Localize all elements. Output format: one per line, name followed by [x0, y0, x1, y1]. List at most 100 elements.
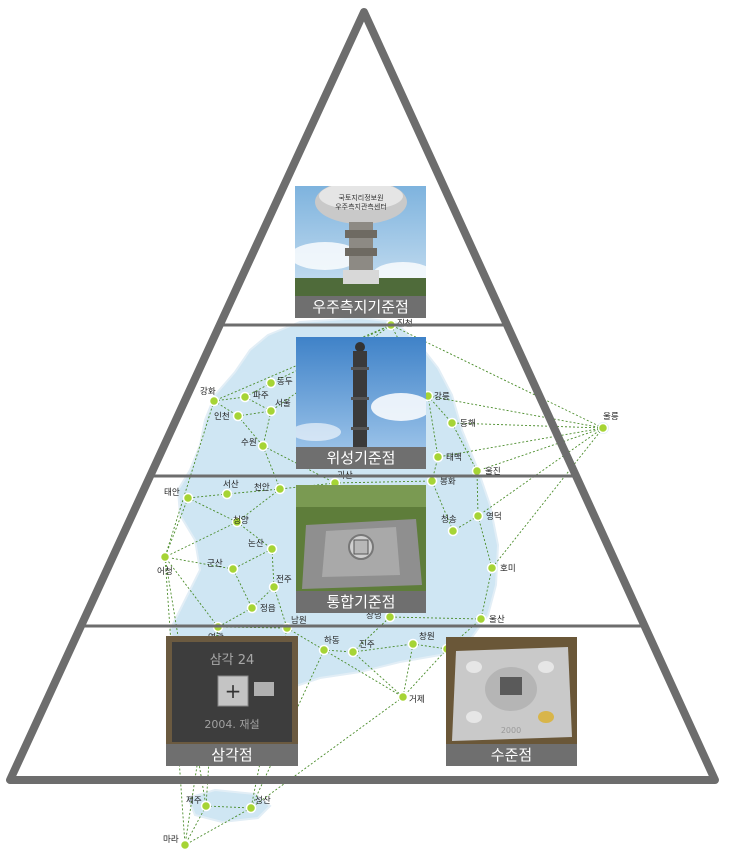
network-link [451, 422, 478, 472]
station-point: 성산 [245, 795, 271, 814]
network-link [334, 480, 433, 484]
space-geodetic-photo: 국토지리정보원 우주측지관측센터 우주측지기준점 [295, 186, 426, 318]
station-marker [384, 611, 396, 623]
station-marker [446, 417, 458, 429]
station-point: 진주 [347, 639, 375, 658]
network-link [389, 616, 482, 620]
station-label: 전주 [276, 574, 292, 585]
benchmark-photo: 2000 수준점 [446, 637, 577, 766]
network-link [286, 627, 325, 651]
station-marker [265, 405, 277, 417]
network-link [491, 427, 604, 569]
station-label: 수원 [241, 438, 257, 448]
station-point: 논산 [248, 538, 278, 555]
station-label: 진주 [359, 639, 375, 650]
station-marker [471, 465, 483, 477]
network-link [184, 807, 252, 846]
network-link [476, 470, 479, 517]
station-point: 인천 [214, 410, 244, 422]
network-link [232, 568, 253, 609]
station-label: 울릉 [603, 412, 619, 422]
station-point: 태안 [164, 487, 194, 504]
station-marker [159, 551, 171, 563]
station-marker [182, 492, 194, 504]
network-link [262, 410, 272, 447]
station-point: 천안 [254, 482, 286, 495]
station-point: 강화 [200, 386, 220, 407]
station-marker [472, 510, 484, 522]
station-point: 정읍 [246, 602, 276, 614]
station-marker [432, 451, 444, 463]
station-point: 동두 [265, 377, 293, 389]
station-marker [179, 839, 191, 851]
station-label: 태백 [446, 452, 462, 463]
station-marker [257, 440, 269, 452]
station-point: 창원 [407, 632, 435, 650]
station-point: 봉화 [426, 475, 456, 487]
station-point: 하동 [318, 635, 340, 656]
network-link [164, 556, 219, 628]
station-label: 남원 [291, 616, 307, 626]
network-link [237, 410, 272, 417]
station-marker [227, 563, 239, 575]
network-link [273, 586, 288, 629]
station-point: 전주 [268, 574, 292, 593]
station-marker [208, 395, 220, 407]
station-label: 청양 [233, 515, 249, 526]
station-label: 울진 [485, 466, 501, 477]
station-point: 울산 [475, 613, 505, 625]
station-marker [447, 525, 459, 537]
station-point: 청양 [231, 515, 249, 528]
tower-sign-line2: 우주측지관측센터 [335, 202, 387, 211]
network-link [205, 805, 252, 809]
station-label: 논산 [248, 538, 264, 549]
station-label: 하동 [324, 635, 340, 646]
station-label: 군산 [207, 558, 223, 569]
station-label: 어청 [157, 566, 173, 577]
network-link [164, 521, 238, 558]
station-label: 제주 [186, 796, 202, 806]
station-label: 거제 [409, 695, 425, 705]
network-link [390, 324, 604, 429]
pyramid-outline [6, 8, 719, 784]
station-point: 수원 [241, 438, 269, 452]
network-link [412, 643, 448, 650]
station-point: 제주 [186, 796, 212, 812]
network-link [402, 643, 414, 698]
level-label-triangulation: 삼각점 [166, 744, 298, 766]
network-link [480, 567, 493, 620]
level-label-benchmark: 수준점 [446, 744, 577, 766]
network-link [402, 648, 448, 698]
station-point: 동해 [446, 417, 476, 429]
jeju-island [186, 788, 272, 824]
station-label: 청송 [441, 515, 457, 525]
station-marker [274, 483, 286, 495]
station-label: 인천 [214, 411, 230, 422]
network-link [217, 607, 253, 628]
station-label: 동두 [277, 377, 293, 387]
station-label: 마라 [163, 835, 179, 845]
network-link [187, 493, 228, 499]
station-label: 천안 [254, 482, 270, 493]
network-link [217, 626, 288, 629]
station-marker [597, 422, 609, 434]
svg-text:+: + [225, 679, 242, 703]
station-marker [265, 377, 277, 389]
station-label: 영덕 [486, 511, 502, 522]
network-link [232, 548, 273, 570]
stone-year: 2004. 재설 [204, 718, 259, 731]
network-link [236, 521, 273, 550]
network-link [164, 400, 215, 558]
stone-inscription: 삼각 24 [210, 653, 255, 668]
tower-sign-line1: 국토지리정보원 [338, 193, 383, 202]
station-marker [426, 475, 438, 487]
station-marker [266, 543, 278, 555]
station-label: 울산 [489, 614, 505, 625]
network-link [187, 497, 238, 523]
network-link [477, 427, 604, 517]
station-label: 강화 [200, 386, 216, 397]
network-link [250, 696, 404, 809]
station-label: 정읍 [260, 603, 276, 614]
network-link [451, 422, 604, 429]
unified-point-photo: 통합기준점 [296, 485, 426, 613]
